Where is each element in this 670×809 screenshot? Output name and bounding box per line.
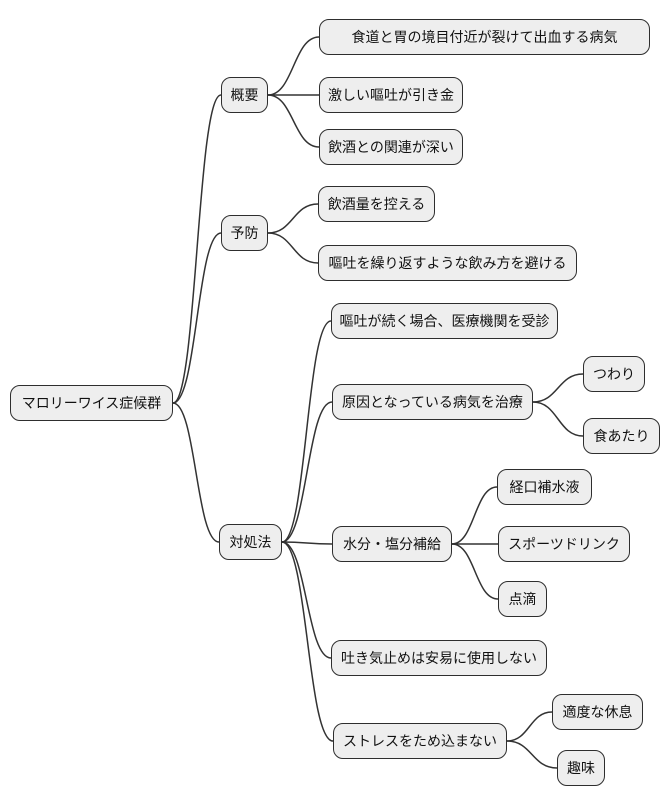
edge-root-to-treatment [172, 402, 220, 543]
edge-root-to-prevention [172, 232, 222, 404]
edge-overview-to-overview-1 [267, 36, 320, 96]
edge-treatment-to-treatment-4 [281, 541, 332, 659]
mindmap-node-prevention-1: 飲酒量を控える [318, 186, 435, 222]
mindmap-node-treatment-3: 水分・塩分補給 [332, 526, 452, 562]
mindmap-node-overview-3: 飲酒との関連が深い [319, 129, 463, 165]
mindmap-node-treatment-4: 吐き気止めは安易に使用しない [331, 640, 547, 676]
edge-treatment-3-to-treatment-3-3 [451, 543, 499, 600]
edge-prevention-to-prevention-2 [267, 232, 319, 264]
edge-treatment-2-to-treatment-2-2 [532, 401, 584, 437]
edge-treatment-to-treatment-1 [281, 320, 332, 543]
mindmap-node-root: マロリーワイス症候群 [10, 385, 173, 421]
mindmap-node-treatment-2-2: 食あたり [583, 418, 660, 454]
mindmap-node-treatment: 対処法 [219, 524, 282, 560]
edge-treatment-2-to-treatment-2-1 [532, 373, 584, 403]
mindmap-node-treatment-5-1: 適度な休息 [552, 694, 643, 730]
edge-treatment-5-to-treatment-5-2 [506, 740, 558, 769]
mindmap-node-treatment-3-2: スポーツドリンク [498, 526, 630, 562]
edge-treatment-to-treatment-2 [281, 401, 333, 543]
edge-root-to-overview [172, 94, 222, 404]
edge-treatment-to-treatment-3 [281, 541, 333, 545]
edge-prevention-to-prevention-1 [267, 203, 319, 234]
mindmap-node-overview-1: 食道と胃の境目付近が裂けて出血する病気 [319, 19, 650, 55]
mindmap-node-treatment-5-2: 趣味 [557, 750, 605, 786]
mindmap-node-overview: 概要 [221, 77, 268, 113]
mindmap-node-treatment-2-1: つわり [583, 356, 645, 392]
edge-treatment-5-to-treatment-5-1 [506, 711, 553, 742]
mindmap-node-treatment-1: 嘔吐が続く場合、医療機関を受診 [331, 303, 558, 339]
mindmap-node-treatment-2: 原因となっている病気を治療 [332, 384, 533, 420]
mindmap-node-treatment-3-3: 点滴 [498, 581, 547, 617]
edge-treatment-to-treatment-5 [281, 541, 334, 742]
mindmap-node-overview-2: 激しい嘔吐が引き金 [319, 77, 463, 113]
mindmap-node-treatment-5: ストレスをため込まない [333, 723, 507, 759]
edge-overview-to-overview-3 [267, 94, 320, 148]
edge-treatment-3-to-treatment-3-1 [451, 486, 498, 545]
mindmap-node-prevention-2: 嘔吐を繰り返すような飲み方を避ける [318, 245, 577, 281]
mindmap-node-treatment-3-1: 経口補水液 [497, 469, 592, 505]
mindmap-node-prevention: 予防 [221, 215, 268, 251]
